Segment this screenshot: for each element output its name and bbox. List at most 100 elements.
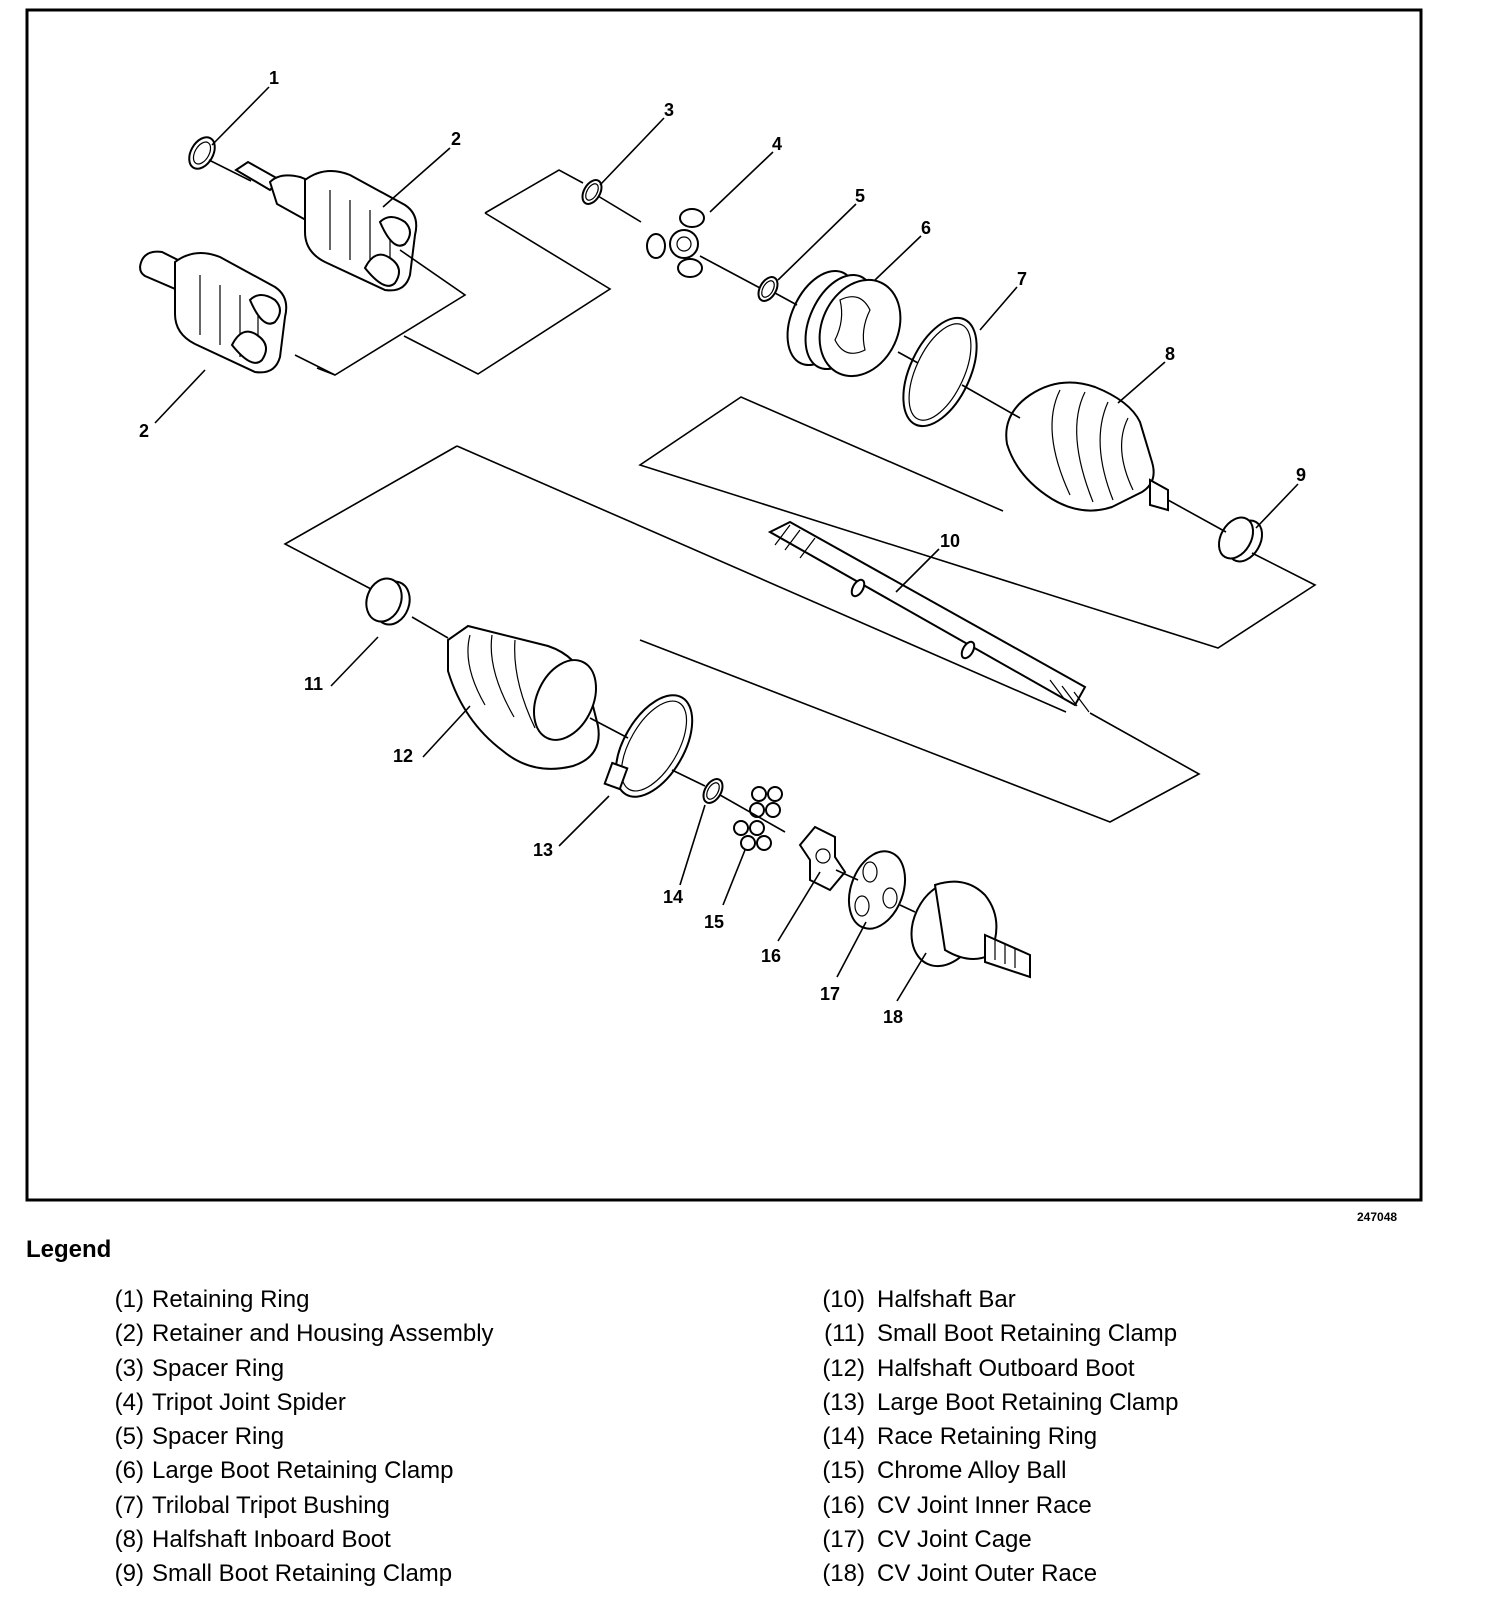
legend-item-number: (2) [114,1320,144,1348]
legend-item: (7) Trilobal Tripot Bushing [86,1489,494,1523]
part-4-tripot-spider [646,208,705,278]
callout-3: 3 [664,100,674,120]
part-7-trilobal-bushing [902,316,978,428]
part-16-cv-inner-race [798,825,847,892]
callout-2-lower: 2 [139,421,149,441]
legend-item-number: (18) [822,1560,865,1588]
callout-6: 6 [921,218,931,238]
legend-item: (4) Tripot Joint Spider [86,1386,494,1420]
legend-item: (9) Small Boot Retaining Clamp [86,1557,494,1591]
legend-item-label: CV Joint Inner Race [877,1491,1092,1519]
leader-lines [154,86,1299,1002]
legend-item: (13) Large Boot Retaining Clamp [805,1386,1179,1420]
legend-item: (15) Chrome Alloy Ball [805,1454,1179,1488]
legend-item-number: (6) [114,1457,144,1485]
legend-item-number: (15) [822,1457,865,1485]
callout-1: 1 [269,68,279,88]
legend-item: (2) Retainer and Housing Assembly [86,1317,494,1351]
legend-item-label: Trilobal Tripot Bushing [152,1491,390,1519]
legend-column-right: (10) Halfshaft Bar (11) Small Boot Retaini… [805,1283,1179,1592]
group-outline-lines [208,159,1317,913]
legend-item-label: Chrome Alloy Ball [877,1457,1067,1485]
legend-item-number: (13) [822,1388,865,1416]
legend-item-label: Race Retaining Ring [877,1423,1098,1451]
legend-item: (10) Halfshaft Bar [805,1283,1179,1317]
legend-item: (11) Small Boot Retaining Clamp [805,1317,1179,1351]
legend-item: (18) CV Joint Outer Race [805,1557,1179,1591]
legend-item: (14) Race Retaining Ring [805,1420,1179,1454]
callout-13: 13 [533,840,553,860]
legend-item-number: (16) [822,1491,865,1519]
legend-item-label: Halfshaft Inboard Boot [152,1526,391,1554]
callout-9: 9 [1296,465,1306,485]
legend-item: (5) Spacer Ring [86,1420,494,1454]
callout-8: 8 [1165,344,1175,364]
legend-item: (16) CV Joint Inner Race [805,1489,1179,1523]
legend-item-number: (5) [114,1423,144,1451]
legend-item-label: Tripot Joint Spider [152,1388,346,1416]
callout-7: 7 [1017,269,1027,289]
part-5-spacer-ring [757,276,779,302]
legend-item-number: (11) [824,1320,865,1348]
part-2-housing-lower [139,250,288,374]
callout-12: 12 [393,746,413,766]
part-1-retaining-ring [188,136,216,170]
callout-14: 14 [663,887,683,907]
exploded-view-diagram: 1 2 3 4 5 6 7 8 9 10 11 12 13 14 15 16 1… [25,8,1423,1202]
legend-item-number: (4) [114,1388,144,1416]
callout-4: 4 [772,134,782,154]
legend-title: Legend [26,1236,112,1263]
callout-5: 5 [855,186,865,206]
legend-item-number: (10) [822,1286,865,1313]
legend-item-label: Large Boot Retaining Clamp [877,1388,1179,1416]
legend-item-number: (8) [114,1526,144,1554]
part-12-outboard-boot [447,624,600,770]
legend-item-number: (3) [114,1354,144,1382]
legend-item-label: Retainer and Housing Assembly [152,1320,494,1348]
part-11-small-boot-clamp [365,577,411,626]
callout-2: 2 [451,129,461,149]
legend-item: (3) Spacer Ring [86,1352,494,1386]
legend-item: (1) Retaining Ring [86,1283,494,1317]
legend-item: (6) Large Boot Retaining Clamp [86,1454,494,1488]
legend-item-number: (9) [114,1560,144,1588]
part-18-cv-joint-outer-race [910,880,1031,979]
part-8-inboard-boot [1005,381,1169,512]
figure-id: 247048 [1357,1210,1398,1224]
callout-10: 10 [940,531,960,551]
callout-labels: 1 2 3 4 5 6 7 8 9 10 11 12 13 14 15 16 1… [139,68,1306,1027]
legend-item-label: Small Boot Retaining Clamp [152,1560,453,1588]
legend-column-left: (1) Retaining Ring (2) Retainer and Housin… [86,1283,494,1592]
legend-item-label: Spacer Ring [152,1354,285,1382]
legend-item-number: (14) [822,1423,865,1451]
legend-item-number: (12) [822,1354,865,1382]
part-6-large-boot-clamp [786,269,902,378]
legend-item-number: (17) [822,1526,865,1554]
legend-item-label: Small Boot Retaining Clamp [877,1320,1178,1348]
legend-item-label: CV Joint Outer Race [877,1560,1098,1588]
legend-item-label: Large Boot Retaining Clamp [152,1457,454,1485]
legend-item-number: (1) [114,1286,144,1313]
legend-item-label: CV Joint Cage [877,1526,1032,1554]
callout-18: 18 [883,1007,903,1027]
legend-item-label: Halfshaft Outboard Boot [877,1354,1135,1382]
part-2-housing-upper [234,160,418,292]
diagram-frame [25,8,1423,1202]
legend-item: (17) CV Joint Cage [805,1523,1179,1557]
callout-16: 16 [761,946,781,966]
legend-item-label: Retaining Ring [152,1286,310,1313]
callout-17: 17 [820,984,840,1004]
part-14-race-retaining-ring [702,778,724,804]
callout-11: 11 [304,674,323,694]
callout-15: 15 [704,912,724,932]
part-9-small-boot-clamp [1217,516,1264,563]
legend-item-number: (7) [114,1491,144,1519]
legend-item-label: Halfshaft Bar [877,1286,1016,1313]
part-17-cv-joint-cage [847,850,907,930]
part-13-large-boot-clamp [603,694,694,798]
part-3-spacer-ring [581,179,603,205]
legend-item-label: Spacer Ring [152,1423,285,1451]
legend-item: (8) Halfshaft Inboard Boot [86,1523,494,1557]
part-15-chrome-alloy-balls [733,786,783,851]
part-10-halfshaft-bar [767,520,1090,713]
